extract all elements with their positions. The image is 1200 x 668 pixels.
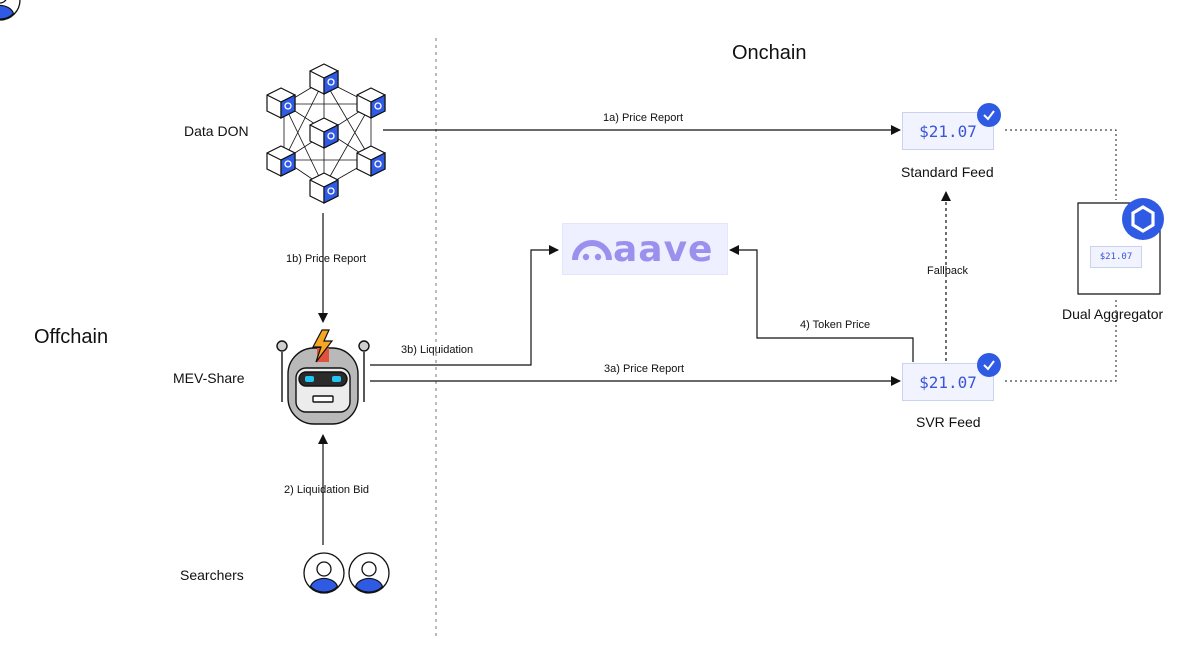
standard-feed-label: Standard Feed (901, 164, 994, 180)
chainlink-hexagon-icon (1122, 198, 1164, 240)
dual-aggregator-label: Dual Aggregator (1062, 306, 1164, 322)
checkmark-icon (977, 353, 1001, 377)
edge-4-arrow (729, 245, 914, 362)
onchain-zone-label: Onchain (732, 42, 807, 64)
offchain-zone-label: Offchain (34, 326, 109, 348)
edge-1a-label: 1a) Price Report (603, 112, 684, 124)
user-icon (0, 0, 21, 21)
aave-protocol-card: aave (562, 223, 728, 275)
aave-ghost-logo-icon (572, 240, 612, 261)
checkmark-icon (977, 103, 1001, 127)
edge-3a-label: 3a) Price Report (604, 363, 685, 375)
edge-2-label: 2) Liquidation Bid (284, 484, 370, 496)
svr-feed-label: SVR Feed (916, 414, 981, 430)
aggregator-link-svr (1005, 298, 1117, 382)
edge-4-label: 4) Token Price (800, 319, 871, 331)
aggregator-doc-price: $21.07 (1090, 246, 1142, 268)
mev-share-label: MEV-Share (173, 370, 245, 386)
edge-3b-arrow (370, 245, 559, 366)
edge-fallback-label: Fallback (927, 265, 968, 277)
searchers-label: Searchers (180, 567, 244, 583)
aave-wordmark: aave (613, 229, 714, 270)
edge-3b-label: 3b) Liquidation (401, 344, 474, 356)
edge-1b-label: 1b) Price Report (286, 253, 367, 265)
blockchain-network-icon (0, 0, 372, 188)
data-don-label: Data DON (184, 123, 249, 139)
robot-icon (276, 329, 370, 425)
standard-feed-price: $21.07 (902, 112, 994, 150)
aggregator-link-standard (1005, 129, 1117, 200)
